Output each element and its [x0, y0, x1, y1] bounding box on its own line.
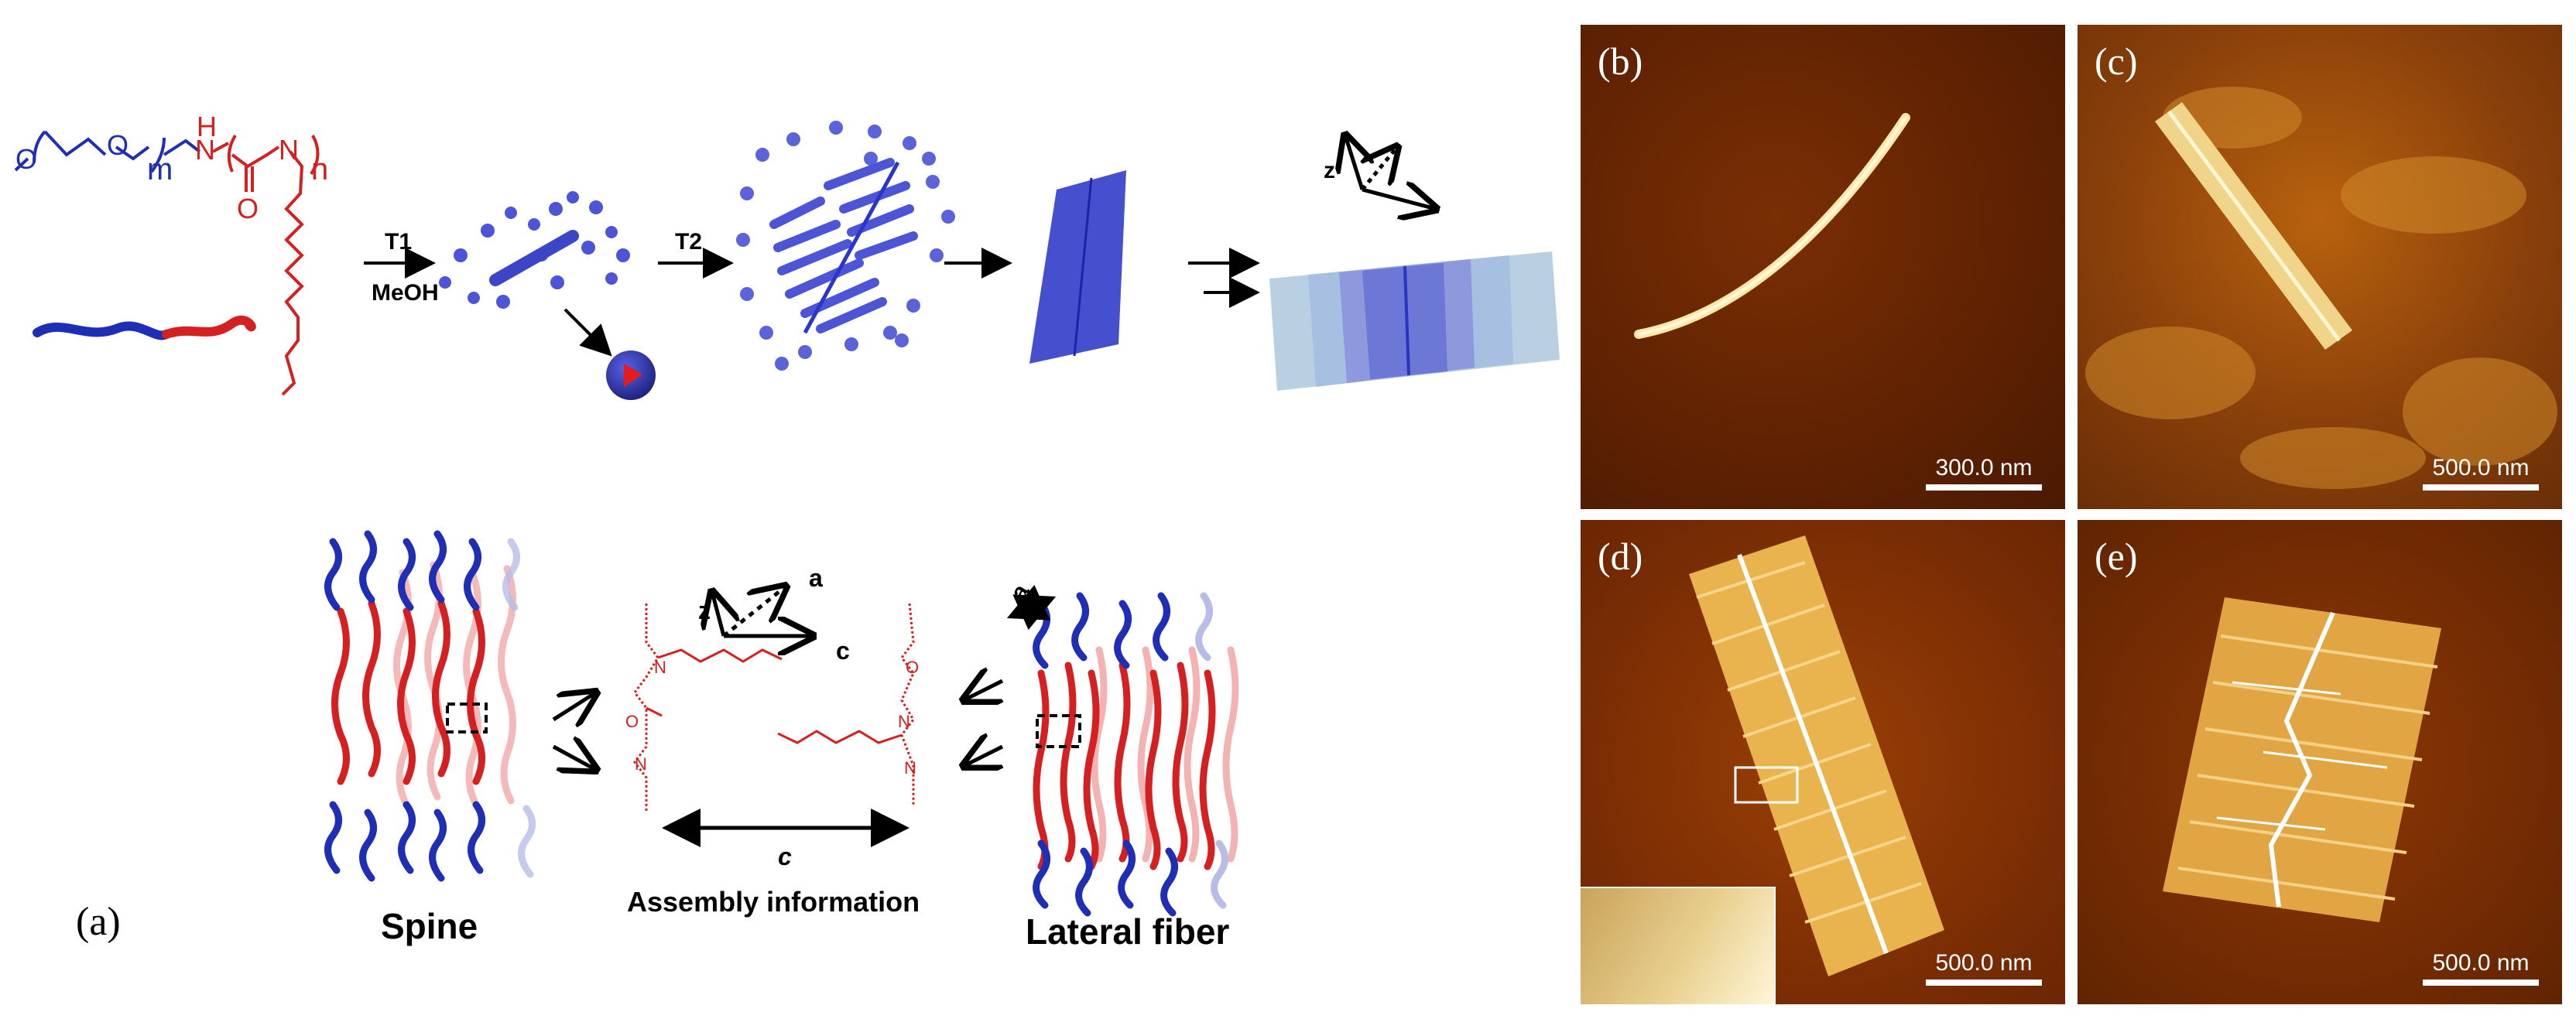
sheet-spine-line	[1073, 177, 1093, 357]
spine-arrow-up	[552, 692, 596, 720]
spine-zoom-box	[446, 703, 488, 733]
lateral-fiber-bundle	[1033, 592, 1239, 917]
afm-d-scalebar: 500.0 nm	[1926, 950, 2042, 986]
afm-c-scalebar: 500.0 nm	[2423, 455, 2539, 491]
svg-text:N: N	[898, 712, 910, 731]
panel-a-label: (a)	[76, 900, 121, 944]
lateral-zoom-box	[1036, 714, 1081, 748]
afm-c-fiber	[2085, 87, 2557, 489]
svg-text:O: O	[906, 658, 919, 677]
assembly-molecules	[633, 603, 915, 812]
assembly-information-label: Assembly information	[627, 886, 920, 918]
afm-d-scale-text: 500.0 nm	[1935, 950, 2033, 976]
afm-e-scalebar: 500.0 nm	[2423, 950, 2539, 986]
spine-bundle	[324, 530, 536, 882]
afm-c-scale-line	[2423, 484, 2539, 491]
fiber-sheet	[1029, 170, 1126, 364]
methoxy-o: O	[15, 143, 37, 175]
afm-b-scale-line	[1926, 484, 2042, 491]
t1-label: T1	[385, 229, 412, 255]
center-a-label: a	[809, 564, 823, 592]
lateral-a-arrow	[1006, 584, 1057, 631]
center-axis-z	[712, 592, 724, 637]
axis-z-arrow	[1345, 135, 1362, 190]
schematic-svg: O O m N H O N n T1 MeOH T2	[14, 111, 1560, 952]
lateral-a-label: a	[1005, 580, 1034, 604]
spine-arrow-down	[552, 747, 596, 770]
backbone-n: N	[279, 134, 299, 166]
micelle-cluster	[439, 191, 630, 309]
afm-b-scale-text: 300.0 nm	[1935, 455, 2033, 480]
afm-panel-e: (e) 500.0 nm	[2076, 518, 2564, 1006]
polymer-m: m	[147, 152, 173, 186]
micelle-core	[624, 364, 642, 387]
center-c-label: c	[836, 637, 850, 665]
amide-nh: N	[195, 134, 215, 166]
afm-e-label: (e)	[2095, 535, 2138, 578]
spine-label: Spine	[381, 906, 478, 946]
svg-text:N: N	[904, 758, 916, 778]
layered-sheet	[1269, 251, 1560, 391]
carbonyl-o: O	[237, 193, 259, 224]
afm-panel-c: (c) 500.0 nm	[2076, 23, 2564, 511]
center-z-label: z	[698, 597, 711, 624]
afm-d-zoom-inset	[1581, 887, 1776, 1004]
axis-c-arrow	[1362, 190, 1436, 209]
polymer-structure	[14, 130, 320, 396]
svg-text:O: O	[625, 712, 639, 731]
svg-text:N: N	[635, 754, 647, 774]
axis-z-top: z	[1324, 158, 1335, 183]
c-spacing-label: c	[778, 843, 792, 870]
afm-panel-b: (b) 300.0 nm	[1579, 23, 2067, 511]
micelle-zoom-arrow	[564, 308, 612, 357]
schematic-panel: O O m N H O N n T1 MeOH T2	[14, 111, 1560, 952]
center-axis-a	[722, 586, 786, 638]
fiber-spine-line	[803, 161, 900, 334]
afm-image-grid: (b) 300.0 nm (c) 500.0 nm	[1579, 23, 2570, 1014]
afm-c-label: (c)	[2095, 39, 2138, 83]
afm-e-scale-text: 500.0 nm	[2432, 950, 2530, 976]
methanol-label: MeOH	[372, 280, 439, 306]
polymer-n: n	[311, 152, 328, 186]
lateral-arrow-down	[964, 747, 1002, 766]
afm-d-scale-line	[1926, 980, 2042, 986]
t2-label: T2	[675, 229, 702, 255]
amide-h: H	[197, 111, 217, 142]
afm-d-fiber	[1689, 535, 1944, 976]
axis-a-arrow	[1362, 147, 1397, 191]
seed-rod	[489, 230, 579, 286]
afm-e-fiber	[2163, 597, 2441, 922]
svg-text:N: N	[654, 658, 666, 677]
afm-b-label: (b)	[1598, 39, 1643, 83]
afm-panel-d: (d) 500.0 nm	[1579, 518, 2067, 1006]
afm-e-scale-line	[2423, 980, 2539, 986]
ether-o: O	[107, 129, 128, 161]
afm-d-label: (d)	[1598, 535, 1643, 578]
lateral-arrow-up	[964, 681, 1002, 700]
growing-fiber	[736, 121, 955, 371]
lateral-fiber-label: Lateral fiber	[1026, 911, 1229, 952]
afm-b-fiber	[1634, 113, 1910, 339]
afm-c-scale-text: 500.0 nm	[2432, 455, 2530, 480]
assembly-atom-labels: N O N O N N	[625, 658, 919, 778]
polymer-cartoon	[33, 315, 256, 340]
afm-b-scalebar: 300.0 nm	[1926, 455, 2042, 491]
